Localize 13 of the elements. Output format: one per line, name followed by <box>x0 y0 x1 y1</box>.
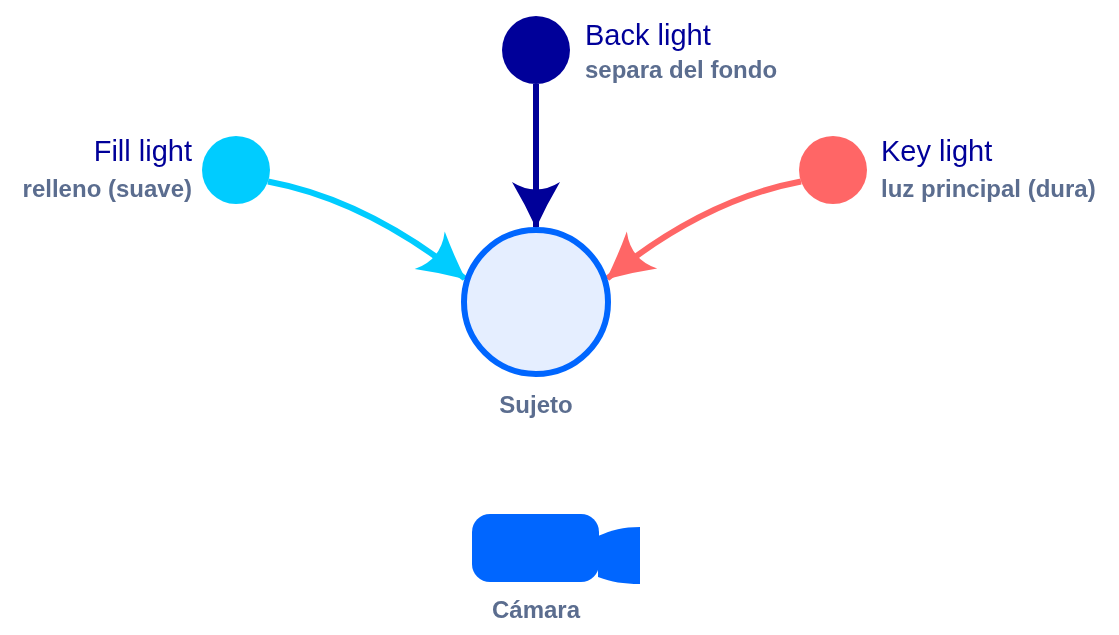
light-description: separa del fondo <box>585 56 778 84</box>
subject-label: Sujeto <box>499 391 573 419</box>
subject-circle <box>461 227 611 377</box>
camera-label: Cámara <box>491 596 581 624</box>
light-name: Key light <box>881 135 993 169</box>
camera-icon <box>472 514 640 584</box>
light-circle <box>502 16 570 84</box>
light-name: Back light <box>585 19 711 53</box>
light-circle <box>202 136 270 204</box>
light-description: luz principal (dura) <box>881 175 1096 203</box>
light-circle <box>799 136 867 204</box>
light-description: relleno (suave) <box>22 175 192 203</box>
light-name: Fill light <box>93 135 192 169</box>
